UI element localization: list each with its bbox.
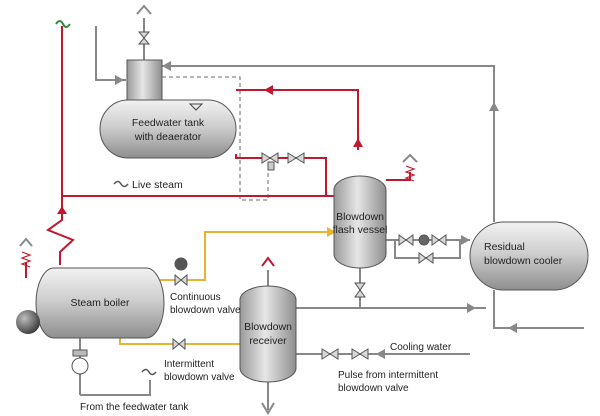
drain-icon-receiver xyxy=(261,402,275,415)
label-continuous-1: Continuous xyxy=(170,292,221,303)
burner xyxy=(16,310,40,334)
label-from-tank: From the feedwater tank xyxy=(80,402,189,413)
blowdown-receiver xyxy=(239,285,297,383)
arrow-return xyxy=(162,61,171,71)
valve-icon-continuous[interactable] xyxy=(174,273,182,287)
tilde-icon-top xyxy=(55,20,71,28)
valve-icon-vent[interactable] xyxy=(137,31,151,39)
labels: Feedwater tank with deaerator Live steam… xyxy=(71,117,563,413)
label-feedwater-tank-2: with deaerator xyxy=(134,131,202,143)
feedwater-tank xyxy=(99,99,237,159)
arrow-into-cooler xyxy=(461,235,470,245)
label-receiver-1: Blowdown xyxy=(244,321,292,333)
arrow-cooler-return xyxy=(508,323,517,333)
blowdown-cooler xyxy=(469,221,589,291)
label-flash-vessel-1: Blowdown xyxy=(336,211,384,223)
label-flash-vessel-2: flash vessel xyxy=(333,224,388,236)
vent-icons xyxy=(19,4,418,415)
label-cooler-1: Residual xyxy=(484,241,525,253)
flash-vessel xyxy=(333,175,387,269)
valve-icon-live-1[interactable] xyxy=(261,152,271,164)
label-receiver-2: receiver xyxy=(249,335,287,347)
label-pulse-2: blowdown valve xyxy=(338,383,409,394)
valve-icon-cooling-1[interactable] xyxy=(321,348,331,360)
valve-icon-intermittent[interactable] xyxy=(172,337,180,351)
label-pulse-1: Pulse from intermittent xyxy=(338,370,438,381)
valve-icon-cooler-2[interactable] xyxy=(431,234,440,246)
flow-arrows xyxy=(57,61,517,359)
vent-icon-tank xyxy=(136,4,152,15)
spring-icon-boiler xyxy=(20,251,32,268)
tilde-icon-intermittent xyxy=(141,368,157,376)
arrow-flash-up xyxy=(353,138,363,147)
pump-icon-cooler xyxy=(418,234,430,246)
arrow-cooler-up xyxy=(489,102,499,111)
valve-icon-live-2[interactable] xyxy=(287,152,297,164)
valve-icon-vent-b[interactable] xyxy=(137,37,151,45)
label-feedwater-tank-1: Feedwater tank xyxy=(132,117,205,129)
valve-icon-bypass[interactable] xyxy=(418,252,427,264)
vent-icon-receiver xyxy=(261,256,275,267)
arrow-steam-up xyxy=(57,206,67,214)
arrow-to-tank xyxy=(264,85,273,95)
label-cooling-water: Cooling water xyxy=(390,342,452,353)
feed-pump-icon xyxy=(71,357,89,375)
steam-boiler xyxy=(35,267,165,339)
steam-lines xyxy=(25,26,411,278)
spring-icon-flash xyxy=(404,165,416,182)
label-steam-boiler: Steam boiler xyxy=(71,297,130,309)
level-icon xyxy=(188,103,204,111)
tilde-icon-live-steam xyxy=(113,180,129,188)
label-cooler-2: blowdown cooler xyxy=(484,255,563,267)
arrow-yellow xyxy=(327,227,336,237)
arrow-cooling-water xyxy=(376,349,385,359)
valve-icon-cooler-1[interactable] xyxy=(398,234,407,246)
valve-icon-flash-bottom[interactable] xyxy=(354,282,366,291)
valves xyxy=(71,31,447,375)
label-live-steam: Live steam xyxy=(132,179,183,191)
deaerator-dome xyxy=(126,59,163,103)
arrow-in-dome xyxy=(115,75,124,85)
vent-icon-boiler xyxy=(19,237,33,247)
actuator-icon-continuous xyxy=(174,257,188,271)
label-continuous-2: blowdown valve xyxy=(170,305,241,316)
dashed-line xyxy=(162,76,269,201)
vent-icon-flash xyxy=(402,153,418,163)
arrow-to-cooler-low xyxy=(467,303,476,313)
safety-valves xyxy=(20,165,416,268)
valve-icon-cooling-2[interactable] xyxy=(351,348,361,360)
label-intermittent-2: blowdown valve xyxy=(164,372,235,383)
label-intermittent-1: Intermittent xyxy=(164,359,214,370)
